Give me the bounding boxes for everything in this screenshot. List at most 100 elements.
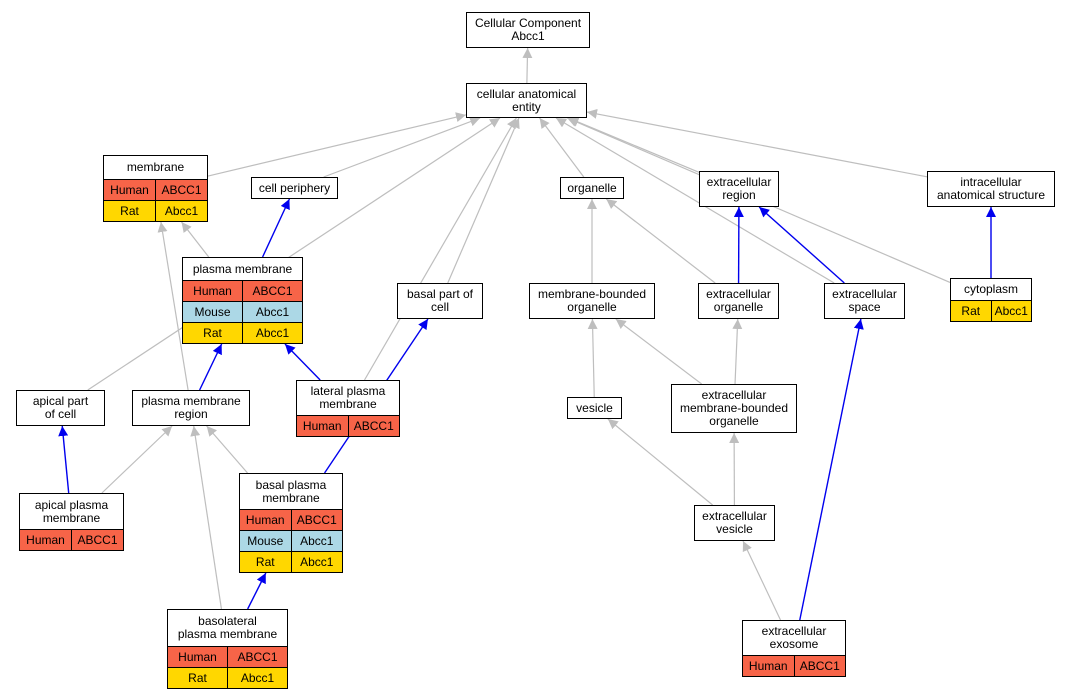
node-label: cytoplasm [963,282,1019,296]
annotation-row: Mouse Abcc1 [183,301,302,322]
node-extracellular-organelle[interactable]: extracellular organelle [698,283,779,319]
node-label: vesicle [576,400,613,415]
edge-pm-to-cp [261,198,291,258]
node-label: cell periphery [258,180,331,195]
annotation-row: Rat Abcc1 [951,300,1031,321]
gene-cell: ABCC1 [347,416,400,436]
node-extracellular-vesicle[interactable]: extracellular vesicle [694,505,775,541]
gene-cell: ABCC1 [290,510,343,530]
node-label: intracellular anatomical structure [936,175,1046,202]
gene-cell: ABCC1 [155,180,207,200]
annotation-row: Human ABCC1 [104,179,207,200]
node-cellular-anatomical-entity[interactable]: cellular anatomical entity [466,83,587,118]
node-cellular-component-root[interactable]: Cellular Component Abcc1 [466,12,590,48]
node-vesicle[interactable]: vesicle [567,397,622,419]
edge-apm-to-pmr [101,425,173,494]
node-label: lateral plasma membrane [310,384,386,411]
species-cell: Human [178,650,217,664]
edge-ves-to-mbo [587,318,598,398]
node-label: cellular anatomical entity [476,86,577,114]
node-label: membrane-bounded organelle [537,287,647,314]
node-extracellular-region[interactable]: extracellular region [699,171,779,207]
node-label: extracellular exosome [761,624,827,651]
species-cell: Human [245,513,285,527]
node-label: extracellular space [832,287,897,314]
gene-cell: ABCC1 [793,656,846,676]
node-cell-periphery[interactable]: cell periphery [251,177,338,199]
species-cell: Mouse [247,534,284,548]
node-extracellular-space[interactable]: extracellular space [824,283,905,319]
annotation-row: Human ABCC1 [168,646,287,667]
edge-exo-to-ecs [799,318,864,621]
gene-cell: Abcc1 [990,301,1032,321]
edge-apm-to-apc [58,425,70,494]
edge-lpm-to-pm [284,343,321,381]
annotation-row: Human ABCC1 [183,280,302,301]
species-cell: Human [193,284,232,298]
edge-ecmbo-to-eco [732,318,743,385]
node-label: plasma membrane region [141,394,241,421]
annotation-row: Rat Abcc1 [183,322,302,343]
edge-mem-to-cae [207,112,467,177]
edge-ias-to-cae [586,108,928,178]
gene-cell: ABCC1 [242,281,302,301]
annotation-row: Rat Abcc1 [240,551,342,572]
node-label: extracellular vesicle [702,509,767,536]
node-label: apical plasma membrane [34,497,109,525]
edge-pm-to-mem [181,221,210,258]
node-apical-part-of-cell[interactable]: apical part of cell [16,390,105,426]
gene-cell: Abcc1 [242,302,302,322]
gene-cell: Abcc1 [290,531,343,551]
species-cell: Rat [203,326,222,340]
gene-cell: Abcc1 [290,552,343,572]
edge-blpm-to-bapm [247,572,267,610]
annotation-row: Human ABCC1 [240,509,342,530]
edge-lpm-to-cae [363,117,517,381]
edge-org-to-cae [539,117,585,178]
species-cell: Human [110,183,149,197]
gene-cell: Abcc1 [155,201,207,221]
edge-pmr-to-pm [198,343,223,391]
node-organelle[interactable]: organelle [560,177,624,199]
species-cell: Rat [961,304,981,318]
node-extracellular-membrane-bounded-organelle[interactable]: extracellular membrane-bounded organelle [671,384,797,433]
gene-cell: Abcc1 [242,323,302,343]
node-label: organelle [567,180,617,195]
node-label: Cellular Component Abcc1 [474,16,582,43]
edge-ecs-to-cae [555,117,835,284]
edge-bapm-to-pmr [206,425,248,474]
edge-exo-to-ecv [742,540,782,621]
edge-ecmbo-to-mbo [615,318,702,385]
edge-eco-to-org [605,198,716,284]
node-label: plasma membrane [192,261,293,276]
node-plasma-membrane-region[interactable]: plasma membrane region [132,390,250,426]
species-cell: Rat [255,555,275,569]
annotation-row: Human ABCC1 [743,655,845,676]
edge-apc-to-cae [87,117,501,391]
node-membrane-bounded-organelle[interactable]: membrane-bounded organelle [529,283,655,319]
node-label: basolateral plasma membrane [177,614,278,641]
annotation-row: Rat Abcc1 [104,200,207,221]
gene-cell: ABCC1 [227,647,287,667]
edge-bpc-to-cae [447,117,520,284]
gene-cell: ABCC1 [71,530,123,550]
species-cell: Rat [120,204,139,218]
node-label: basal plasma membrane [255,477,327,505]
species-cell: Mouse [194,305,231,319]
species-cell: Human [302,419,342,433]
node-intracellular-anatomical-structure[interactable]: intracellular anatomical structure [927,171,1055,207]
edge-ecv-to-ves [607,418,713,506]
node-label: extracellular membrane-bounded organelle [679,388,789,428]
species-cell: Human [748,659,788,673]
node-basal-part-of-cell[interactable]: basal part of cell [397,283,483,319]
